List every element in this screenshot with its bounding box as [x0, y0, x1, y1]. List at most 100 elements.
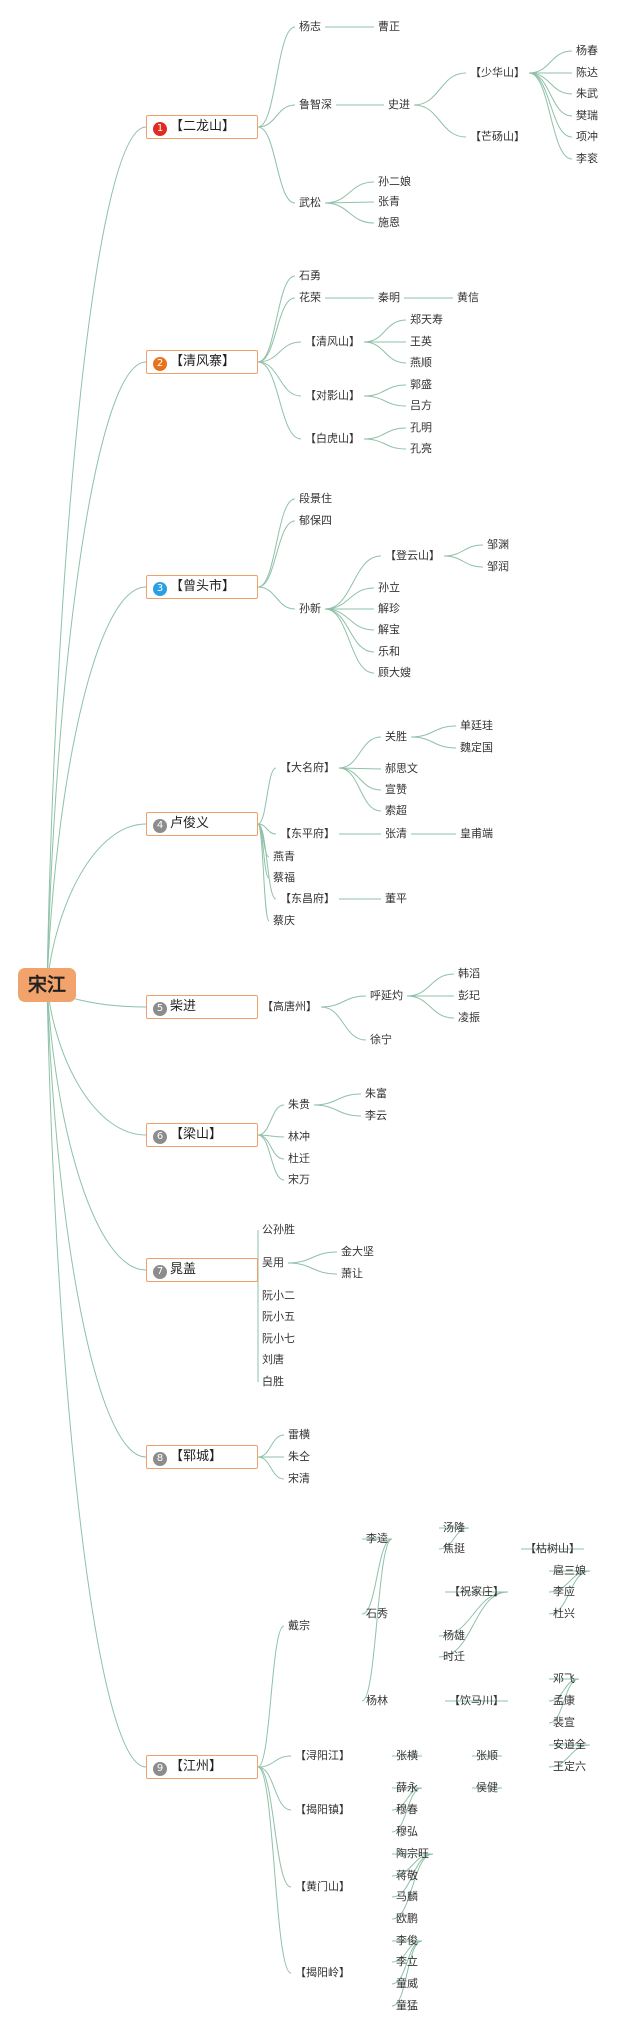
node-武松[interactable]: 武松 [299, 196, 321, 209]
node-孙立[interactable]: 孙立 [378, 581, 400, 594]
node-关胜[interactable]: 关胜 [385, 730, 407, 743]
node-东昌府[interactable]: 【东昌府】 [280, 892, 335, 905]
node-清风山[interactable]: 【清风山】 [305, 335, 360, 348]
node-蔡福[interactable]: 蔡福 [273, 871, 295, 884]
node-郝思文[interactable]: 郝思文 [385, 762, 418, 775]
node-阮小七[interactable]: 阮小七 [262, 1332, 295, 1345]
node-孔明[interactable]: 孔明 [410, 421, 432, 434]
node-祝家庄[interactable]: 【祝家庄】 [449, 1585, 504, 1598]
node-郭盛[interactable]: 郭盛 [410, 378, 432, 391]
node-项冲[interactable]: 项冲 [576, 130, 598, 143]
node-黄信[interactable]: 黄信 [457, 291, 479, 304]
node-蔡庆[interactable]: 蔡庆 [273, 914, 295, 927]
node-索超[interactable]: 索超 [385, 804, 407, 817]
node-戴宗[interactable]: 戴宗 [288, 1619, 310, 1632]
node-薛永[interactable]: 薛永 [396, 1781, 418, 1794]
node-金大坚[interactable]: 金大坚 [341, 1245, 374, 1258]
node-张青[interactable]: 张青 [378, 195, 400, 208]
node-李应[interactable]: 李应 [553, 1585, 575, 1598]
node-刘唐[interactable]: 刘唐 [262, 1353, 284, 1366]
branch-1[interactable]: 1【二龙山】 [146, 115, 258, 139]
node-顾大嫂[interactable]: 顾大嫂 [378, 666, 411, 679]
node-韩滔[interactable]: 韩滔 [458, 967, 480, 980]
node-宣赞[interactable]: 宣赞 [385, 783, 407, 796]
node-公孙胜[interactable]: 公孙胜 [262, 1223, 295, 1236]
node-王英[interactable]: 王英 [410, 335, 432, 348]
node-施恩[interactable]: 施恩 [378, 216, 400, 229]
node-饮马川[interactable]: 【饮马川】 [449, 1694, 504, 1707]
node-单廷珪[interactable]: 单廷珪 [460, 719, 493, 732]
node-对影山[interactable]: 【对影山】 [305, 389, 360, 402]
node-汤隆[interactable]: 汤隆 [443, 1521, 465, 1534]
node-燕青[interactable]: 燕青 [273, 850, 295, 863]
node-朱武[interactable]: 朱武 [576, 87, 598, 100]
node-揭阳岭[interactable]: 【揭阳岭】 [295, 1966, 350, 1979]
node-裴宣[interactable]: 裴宣 [553, 1716, 575, 1729]
node-乐和[interactable]: 乐和 [378, 645, 400, 658]
node-邓飞[interactable]: 邓飞 [553, 1672, 575, 1685]
node-杨志[interactable]: 杨志 [299, 20, 321, 33]
node-童威[interactable]: 童威 [396, 1977, 418, 1990]
node-扈三娘[interactable]: 扈三娘 [553, 1564, 586, 1577]
node-朱富[interactable]: 朱富 [365, 1087, 387, 1100]
node-张横[interactable]: 张横 [396, 1749, 418, 1762]
node-孙二娘[interactable]: 孙二娘 [378, 175, 411, 188]
node-孔亮[interactable]: 孔亮 [410, 442, 432, 455]
node-时迁[interactable]: 时迁 [443, 1650, 465, 1663]
node-李逵[interactable]: 李逵 [366, 1532, 388, 1545]
node-李云[interactable]: 李云 [365, 1109, 387, 1122]
node-燕顺[interactable]: 燕顺 [410, 356, 432, 369]
node-凌振[interactable]: 凌振 [458, 1011, 480, 1024]
node-吕方[interactable]: 吕方 [410, 399, 432, 412]
node-石秀[interactable]: 石秀 [366, 1607, 388, 1620]
node-解珍[interactable]: 解珍 [378, 602, 400, 615]
node-邹润[interactable]: 邹润 [487, 560, 509, 573]
node-陶宗旺[interactable]: 陶宗旺 [396, 1847, 429, 1860]
node-雷横[interactable]: 雷横 [288, 1428, 310, 1441]
node-史进[interactable]: 史进 [388, 98, 410, 111]
node-徐宁[interactable]: 徐宁 [370, 1033, 392, 1046]
node-段景住[interactable]: 段景住 [299, 492, 332, 505]
node-揭阳镇[interactable]: 【揭阳镇】 [295, 1803, 350, 1816]
node-少华山[interactable]: 【少华山】 [470, 66, 525, 79]
node-解宝[interactable]: 解宝 [378, 623, 400, 636]
node-阮小二[interactable]: 阮小二 [262, 1289, 295, 1302]
node-萧让[interactable]: 萧让 [341, 1267, 363, 1280]
node-董平[interactable]: 董平 [385, 892, 407, 905]
node-东平府[interactable]: 【东平府】 [280, 827, 335, 840]
node-杨雄[interactable]: 杨雄 [443, 1629, 465, 1642]
node-王定六[interactable]: 王定六 [553, 1760, 586, 1773]
node-蒋敬[interactable]: 蒋敬 [396, 1869, 418, 1882]
node-欧鹏[interactable]: 欧鹏 [396, 1912, 418, 1925]
node-李立[interactable]: 李立 [396, 1955, 418, 1968]
branch-9[interactable]: 9【江州】 [146, 1755, 258, 1779]
node-焦挺[interactable]: 焦挺 [443, 1542, 465, 1555]
node-呼延灼[interactable]: 呼延灼 [370, 989, 403, 1002]
node-侯健[interactable]: 侯健 [476, 1781, 498, 1794]
node-童猛[interactable]: 童猛 [396, 1999, 418, 2012]
node-曹正[interactable]: 曹正 [378, 20, 400, 33]
node-孟康[interactable]: 孟康 [553, 1694, 575, 1707]
node-杨林[interactable]: 杨林 [366, 1694, 388, 1707]
node-邹渊[interactable]: 邹渊 [487, 538, 509, 551]
node-彭玘[interactable]: 彭玘 [458, 989, 480, 1002]
node-宋清[interactable]: 宋清 [288, 1472, 310, 1485]
node-芒砀山[interactable]: 【芒砀山】 [470, 130, 525, 143]
node-郁保四[interactable]: 郁保四 [299, 514, 332, 527]
node-穆春[interactable]: 穆春 [396, 1803, 418, 1816]
node-秦明[interactable]: 秦明 [378, 291, 400, 304]
node-高唐州[interactable]: 【高唐州】 [262, 1000, 317, 1013]
node-石勇[interactable]: 石勇 [299, 269, 321, 282]
node-杜迁[interactable]: 杜迁 [288, 1152, 310, 1165]
node-宋万[interactable]: 宋万 [288, 1173, 310, 1186]
node-孙新[interactable]: 孙新 [299, 602, 321, 615]
node-张清[interactable]: 张清 [385, 827, 407, 840]
branch-8[interactable]: 8【郓城】 [146, 1445, 258, 1469]
node-朱贵[interactable]: 朱贵 [288, 1098, 310, 1111]
node-李衮[interactable]: 李衮 [576, 152, 598, 165]
node-林冲[interactable]: 林冲 [288, 1130, 310, 1143]
root-node-song-jiang[interactable]: 宋江 [18, 968, 76, 1002]
